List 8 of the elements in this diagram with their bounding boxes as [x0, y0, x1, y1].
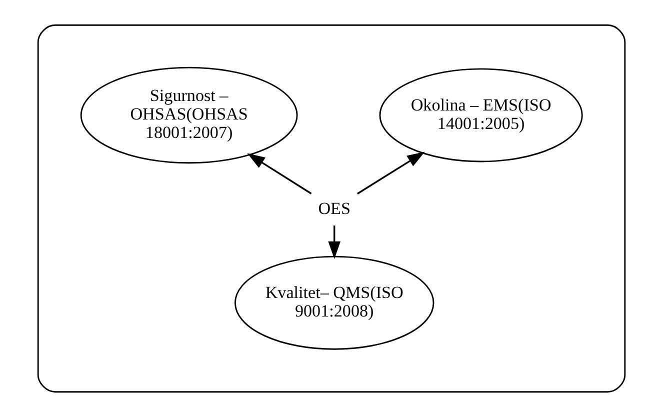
arrow — [356, 152, 425, 194]
cluster — [37, 24, 626, 393]
node-ellipse: Kvalitet– QMS(ISO 9001:2008) — [234, 256, 434, 350]
node-ellipse: Sigurnost – OHSAS(OHSAS 18001:2007) — [80, 66, 298, 164]
arrow — [328, 226, 341, 259]
arrow — [247, 153, 312, 194]
node-text: OES — [318, 198, 350, 218]
node-ellipse: Okolina – EMS(ISO 14001:2005) — [379, 68, 583, 162]
